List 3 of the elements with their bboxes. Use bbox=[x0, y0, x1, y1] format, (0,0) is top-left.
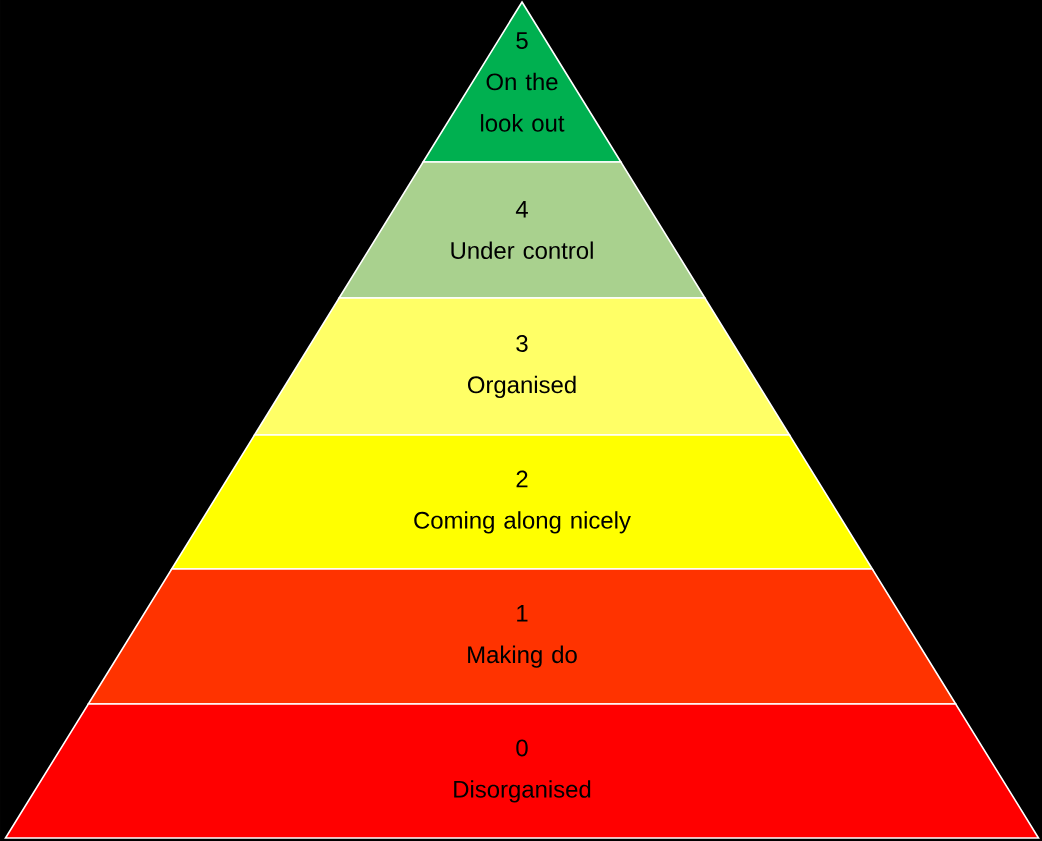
pyramid-level: 0 Disorganised bbox=[4, 703, 1040, 839]
pyramid-level: 3 Organised bbox=[253, 297, 791, 436]
pyramid-level: 2 Coming along nicely bbox=[170, 434, 874, 570]
